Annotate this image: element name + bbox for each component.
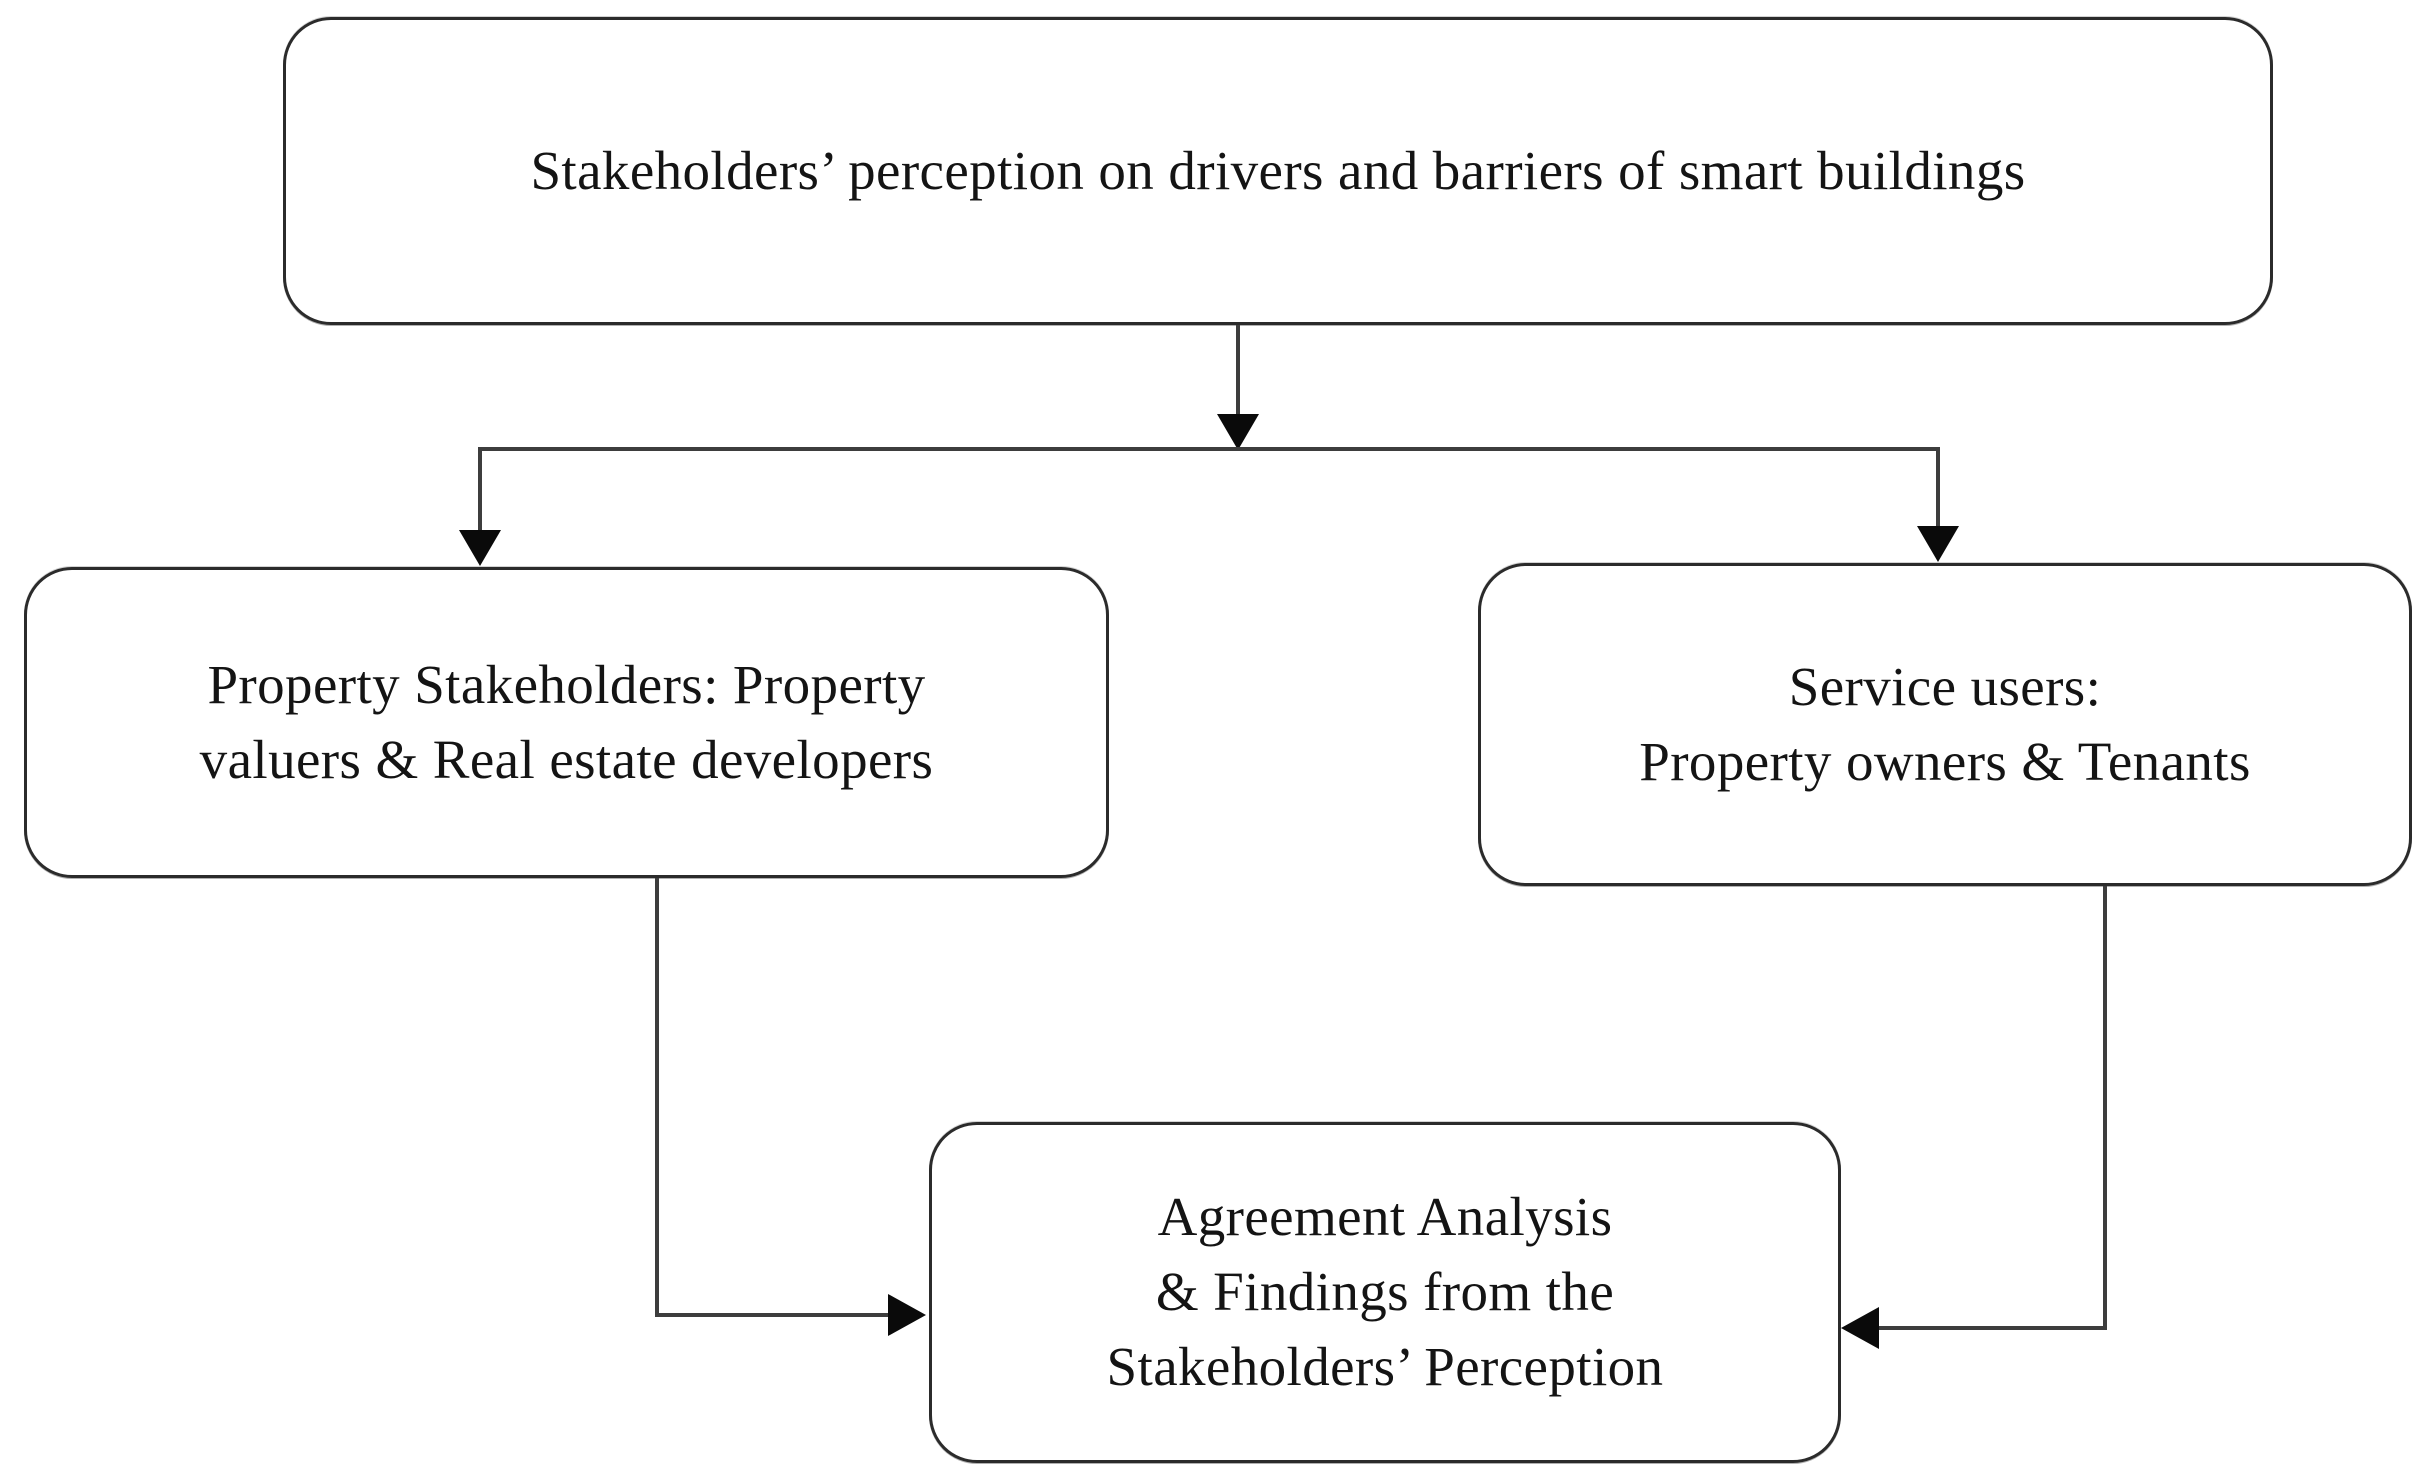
connector-drop-right [1936,449,1940,529]
connector-top-stem [1236,325,1240,417]
node-text-line: Property owners & Tenants [1639,730,2251,792]
arrowhead-down-right-node [1917,526,1959,562]
node-text-line: Property Stakeholders: Property [207,653,926,715]
connector-drop-left [478,449,482,533]
connector-right-elbow-horizontal [1879,1326,2107,1330]
node-property-stakeholders: Property Stakeholders: Property valuers … [24,567,1109,878]
node-text-line: Stakeholders’ perception on drivers and … [530,139,2026,201]
node-text-line: valuers & Real estate developers [199,728,934,790]
node-agreement-analysis: Agreement Analysis & Findings from the S… [929,1122,1841,1463]
arrowhead-down-branch [1217,414,1259,450]
node-stakeholders-perception: Stakeholders’ perception on drivers and … [283,17,2273,325]
connector-branch-line [478,447,1940,451]
arrowhead-down-left-node [459,530,501,566]
node-text-line: & Findings from the [1155,1261,1615,1323]
node-text-line: Stakeholders’ Perception [1106,1335,1664,1397]
node-text-line: Service users: [1788,655,2102,717]
node-text-line: Agreement Analysis [1157,1186,1613,1248]
connector-right-elbow-vertical [2103,886,2107,1330]
arrowhead-left-bottom-node [1841,1307,1879,1349]
connector-left-elbow-vertical [655,878,659,1317]
node-service-users: Service users: Property owners & Tenants [1478,563,2412,886]
connector-left-elbow-horizontal [655,1313,890,1317]
arrowhead-right-bottom-node [888,1294,926,1336]
